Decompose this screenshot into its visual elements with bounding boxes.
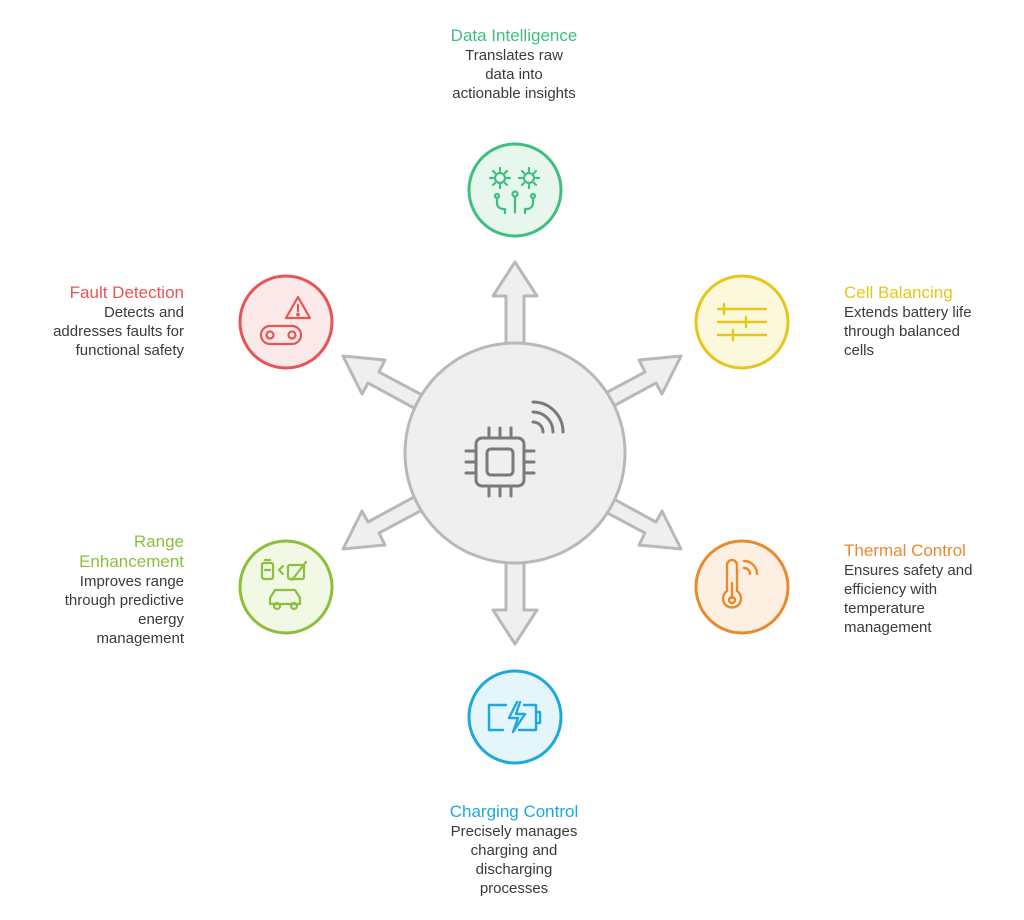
node-range-enhancement <box>238 539 334 635</box>
charging-control-desc-3: discharging <box>475 861 553 878</box>
warning-vehicle-icon <box>259 295 312 346</box>
battery-charging-icon <box>487 700 542 734</box>
arrow-lower-left <box>341 495 426 551</box>
sliders-icon <box>716 302 768 342</box>
cell-balancing-desc-2: through balanced <box>844 323 960 340</box>
thermometer-icon <box>721 558 759 609</box>
range-enhancement-desc-2: through predictive <box>64 592 184 609</box>
arrow-down <box>491 558 539 646</box>
charging-control-desc-1: Precisely manages <box>450 823 578 840</box>
fault-detection-desc-3: functional safety <box>75 342 184 359</box>
center-hub <box>403 341 627 565</box>
label-thermal-control: Thermal Control Ensures safety and effic… <box>844 541 1019 637</box>
hub-arrows <box>341 260 683 646</box>
label-charging-control: Charging Control Precisely manages charg… <box>404 802 624 898</box>
node-data-intelligence <box>467 142 563 238</box>
label-range-enhancement: Range Enhancement Improves range through… <box>10 532 184 648</box>
fault-detection-desc-1: Detects and <box>103 304 184 321</box>
charging-control-desc-2: charging and <box>470 842 558 859</box>
thermal-control-desc-1: Ensures safety and <box>844 562 973 579</box>
node-charging-control <box>467 669 563 765</box>
range-enhancement-title-2: Enhancement <box>79 552 184 571</box>
range-enhancement-desc-1: Improves range <box>79 573 184 590</box>
cell-balancing-desc-3: cells <box>844 342 875 359</box>
cell-balancing-title: Cell Balancing <box>844 283 953 302</box>
data-intelligence-desc-2: data into <box>485 66 543 83</box>
node-cell-balancing <box>694 274 790 370</box>
thermal-control-title: Thermal Control <box>844 541 966 560</box>
label-fault-detection: Fault Detection Detects and addresses fa… <box>10 283 184 360</box>
range-enhancement-desc-3: energy <box>138 611 184 628</box>
arrow-upper-right <box>598 354 683 410</box>
charging-control-desc-4: processes <box>479 880 549 897</box>
charging-control-title: Charging Control <box>449 802 579 821</box>
thermal-control-desc-3: temperature <box>844 600 925 617</box>
label-data-intelligence: Data Intelligence Translates raw data in… <box>414 26 614 103</box>
data-intelligence-desc-3: actionable insights <box>452 85 576 102</box>
thermal-control-desc-2: efficiency with <box>844 581 938 598</box>
range-enhancement-desc-4: management <box>96 630 184 647</box>
thermal-control-desc-4: management <box>844 619 932 636</box>
range-enhancement-title-1: Range <box>133 532 184 551</box>
battery-car-icon <box>260 558 308 611</box>
fault-detection-title: Fault Detection <box>69 283 184 302</box>
arrow-up <box>491 260 539 347</box>
data-intelligence-desc-1: Translates raw <box>465 47 563 64</box>
chip-wireless-icon <box>464 400 565 498</box>
arrow-upper-left <box>341 354 426 410</box>
label-cell-balancing: Cell Balancing Extends battery life thro… <box>844 283 1019 360</box>
node-fault-detection <box>238 274 334 370</box>
node-thermal-control <box>694 539 790 635</box>
data-intelligence-title: Data Intelligence <box>450 26 578 45</box>
cell-balancing-desc-1: Extends battery life <box>844 304 972 321</box>
gears-circuit-icon <box>488 166 541 215</box>
fault-detection-desc-2: addresses faults for <box>53 323 184 340</box>
